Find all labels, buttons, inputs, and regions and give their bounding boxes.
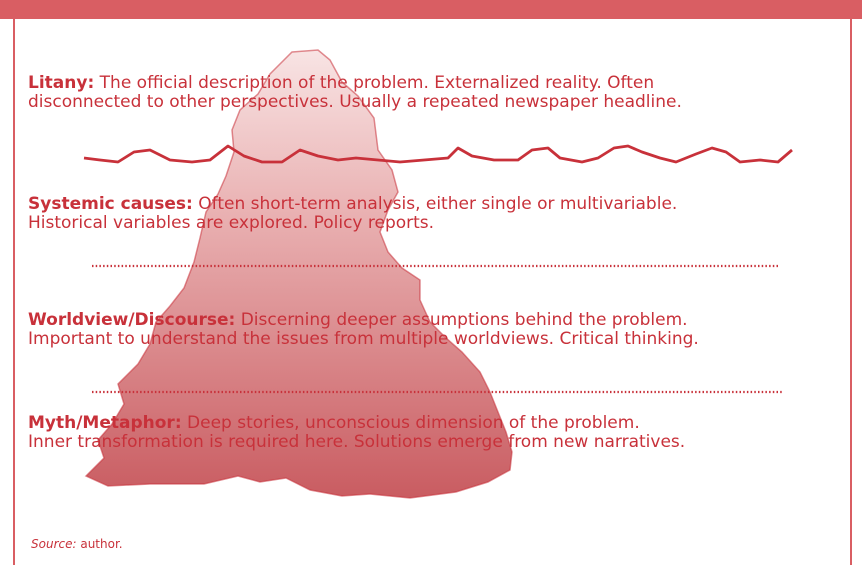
level-myth-line1: Myth/Metaphor: Deep stories, unconscious… (28, 414, 854, 433)
level-litany-line2: disconnected to other perspectives. Usua… (28, 92, 682, 112)
level-term: Worldview/Discourse: (28, 310, 236, 330)
waterline-wave (83, 144, 793, 164)
level-systemic-line2: Historical variables are explored. Polic… (28, 213, 435, 233)
left-border (13, 19, 15, 565)
level-description: The official description of the problem.… (94, 73, 655, 93)
level-systemic-line1: Systemic causes: Often short-term analys… (28, 195, 854, 214)
source-label: Source: (31, 537, 77, 551)
top-accent-bar (0, 0, 862, 19)
level-worldview-line1: Worldview/Discourse: Discerning deeper a… (28, 311, 854, 330)
right-border (850, 19, 852, 565)
level-litany: Litany: The official description of the … (28, 74, 854, 112)
level-term: Myth/Metaphor: (28, 413, 182, 433)
level-myth-line2: Inner transformation is required here. S… (28, 432, 686, 452)
level-term: Systemic causes: (28, 194, 193, 214)
level-litany-line1: Litany: The official description of the … (28, 74, 854, 93)
level-description: Often short-term analysis, either single… (192, 194, 678, 214)
level-description: Deep stories, unconscious dimension of t… (181, 413, 640, 433)
iceberg-shape (84, 49, 513, 499)
level-systemic-causes: Systemic causes: Often short-term analys… (28, 195, 854, 233)
level-term: Litany: (28, 73, 95, 93)
level-worldview-discourse: Worldview/Discourse: Discerning deeper a… (28, 311, 854, 349)
level-description: Discerning deeper assumptions behind the… (235, 310, 688, 330)
source-note: Source: author. (31, 537, 123, 551)
level-myth-metaphor: Myth/Metaphor: Deep stories, unconscious… (28, 414, 854, 452)
source-value: author. (76, 537, 123, 551)
level-worldview-line2: Important to understand the issues from … (28, 329, 699, 349)
